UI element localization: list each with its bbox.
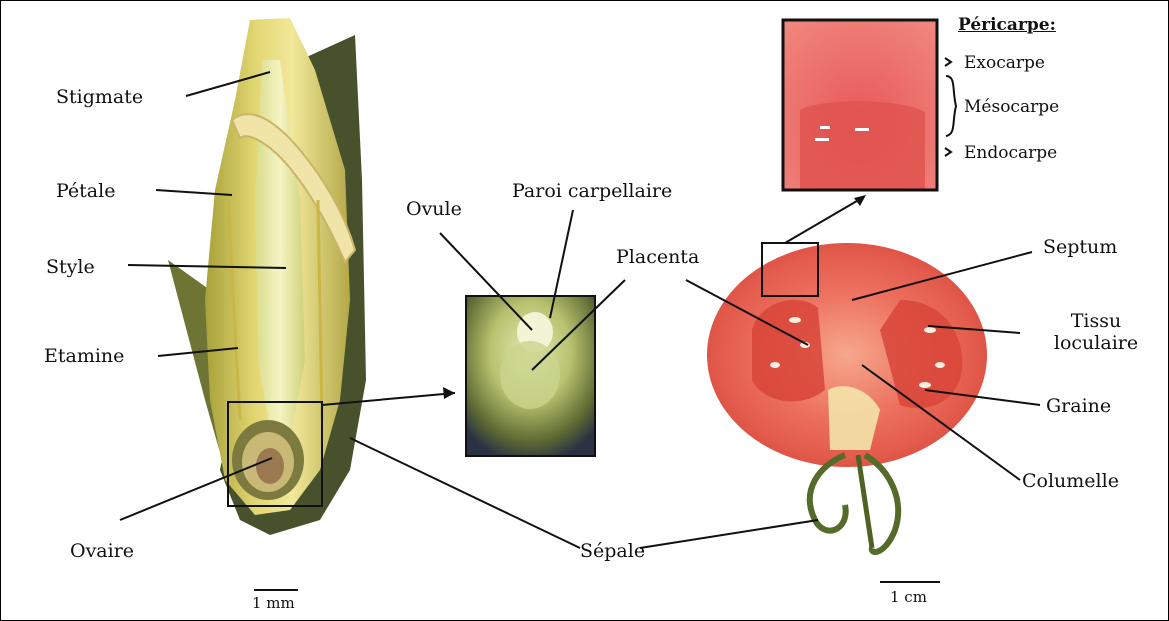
label-tissu-loculaire: Tissu loculaire — [1044, 310, 1148, 354]
label-graine: Graine — [1046, 395, 1111, 417]
label-placenta: Placenta — [616, 246, 699, 268]
label-petale: Pétale — [56, 180, 115, 202]
label-style: Style — [46, 256, 95, 278]
pericarp-zoom-section — [783, 20, 937, 190]
flower-section — [168, 18, 366, 535]
label-paroi-carpellaire: Paroi carpellaire — [512, 180, 672, 202]
label-exocarpe: Exocarpe — [964, 52, 1045, 74]
label-stigmate: Stigmate — [56, 86, 143, 108]
label-mesocarpe: Mésocarpe — [964, 96, 1059, 118]
scale-flower: 1 mm — [252, 594, 295, 612]
label-columelle: Columelle — [1022, 470, 1119, 492]
ovary-zoom-section — [466, 296, 595, 456]
scale-fruit: 1 cm — [890, 588, 927, 606]
tomato-section — [707, 243, 987, 552]
label-sepale: Sépale — [580, 540, 645, 562]
label-pericarpe-title: Péricarpe: — [958, 14, 1056, 36]
label-ovaire: Ovaire — [70, 540, 134, 562]
label-etamine: Etamine — [44, 345, 124, 367]
label-septum: Septum — [1043, 236, 1117, 258]
locule-left — [752, 300, 825, 402]
label-endocarpe: Endocarpe — [964, 142, 1057, 164]
label-tissu-line2: loculaire — [1044, 332, 1148, 354]
label-tissu-line1: Tissu — [1044, 310, 1148, 332]
label-ovule: Ovule — [406, 198, 462, 220]
